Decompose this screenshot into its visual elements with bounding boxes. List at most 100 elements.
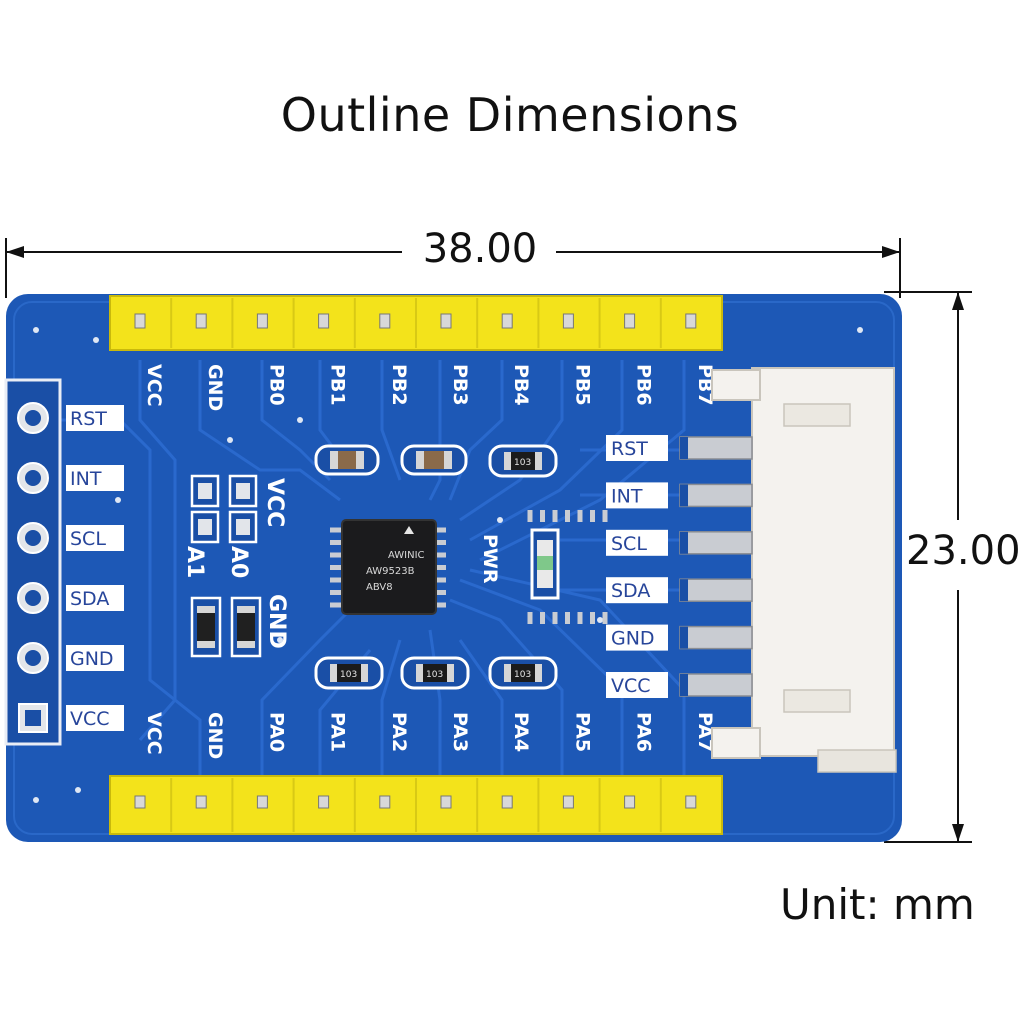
connector-pin	[679, 436, 753, 460]
resistor: 103	[400, 656, 470, 690]
top-pin-label: PB3	[449, 364, 471, 406]
left-pin-label: SDA	[70, 588, 109, 610]
bottom-pin-label: PA0	[265, 712, 287, 752]
silk-vcc: VCC	[262, 478, 287, 527]
address-jumper-pads	[190, 474, 258, 544]
width-dimension-line	[5, 238, 901, 298]
power-led	[530, 528, 560, 600]
header-pin	[562, 313, 574, 329]
left-pin-label: RST	[70, 408, 107, 430]
silk-a0: A0	[226, 546, 251, 578]
top-pin-header	[109, 295, 723, 351]
chip-code: ABV8	[366, 582, 393, 593]
header-pin	[256, 313, 268, 329]
bottom-pin-label: PA3	[449, 712, 471, 752]
connector-pin-label: VCC	[611, 675, 651, 697]
top-pin-label: PB2	[388, 364, 410, 406]
height-dimension-line	[884, 291, 972, 843]
chip-part: AW9523B	[366, 566, 415, 577]
top-pin-label: PB5	[571, 364, 593, 406]
header-pin	[318, 795, 330, 809]
silk-gnd: GND	[264, 594, 289, 649]
resistor: 103	[488, 444, 558, 478]
top-pin-label: PB0	[265, 364, 287, 406]
header-pin	[501, 795, 513, 809]
header-pin	[134, 313, 146, 329]
connector-pin-label-box: SDA	[606, 577, 668, 604]
connector-pin-label-box: RST	[606, 435, 668, 461]
top-pin-label: PB4	[510, 364, 532, 406]
connector-pin-label: RST	[611, 438, 648, 460]
ic-chip: AWINIC AW9523B ABV8	[330, 510, 608, 624]
connector-pin-label-box: VCC	[606, 672, 668, 698]
side-connector	[711, 367, 897, 773]
bottom-pin-label: GND	[204, 712, 226, 759]
connector-pin-label: INT	[611, 485, 643, 507]
left-header-pad	[17, 462, 49, 494]
resistor: 103	[314, 656, 384, 690]
bottom-pin-label: PA1	[327, 712, 349, 752]
header-pin	[379, 313, 391, 329]
left-pin-label-box: SCL	[66, 525, 124, 551]
header-pin	[195, 795, 207, 809]
left-header-pad	[17, 522, 49, 554]
left-pin-header	[4, 378, 62, 746]
left-pin-label-box: GND	[66, 645, 124, 671]
header-pin	[318, 313, 330, 329]
left-pin-label-box: SDA	[66, 585, 124, 611]
bottom-pin-label: PA4	[510, 712, 532, 752]
bottom-pin-label: PA6	[633, 712, 655, 752]
connector-pin-label-box: GND	[606, 624, 668, 651]
bottom-pin-header	[109, 775, 723, 835]
width-dimension-value: 38.00	[410, 226, 550, 272]
left-header-pad	[18, 703, 48, 733]
bottom-pin-label: VCC	[143, 712, 165, 755]
silk-pwr: PWR	[479, 534, 501, 584]
left-pin-label: SCL	[70, 528, 106, 550]
connector-pin-label-box: SCL	[606, 529, 668, 556]
top-pin-label: PB6	[633, 364, 655, 406]
capacitor	[400, 444, 468, 476]
header-pin	[624, 795, 636, 809]
left-pin-label-box: INT	[66, 465, 124, 491]
connector-pin-label: SCL	[611, 533, 647, 555]
left-header-pad	[17, 402, 49, 434]
resistor-code: 103	[426, 670, 443, 680]
bottom-pin-label: PA5	[571, 712, 593, 752]
left-pin-label: INT	[70, 468, 102, 490]
header-pin	[685, 795, 697, 809]
address-resistors	[190, 596, 262, 658]
connector-pin	[679, 483, 753, 508]
unit-label: Unit: mm	[780, 880, 975, 929]
silk-a1: A1	[182, 546, 207, 578]
resistor-code: 103	[514, 458, 531, 468]
connector-pin	[679, 673, 753, 697]
header-pin	[256, 795, 268, 809]
resistor-code: 103	[514, 670, 531, 680]
top-pin-label: PB7	[694, 364, 716, 406]
bottom-pin-label: PA7	[694, 712, 716, 752]
resistor-code: 103	[340, 670, 357, 680]
capacitor	[314, 444, 380, 476]
connector-pin	[679, 625, 753, 650]
bottom-pin-label: PA2	[388, 712, 410, 752]
connector-pin-label: GND	[611, 628, 655, 650]
header-pin	[195, 313, 207, 329]
header-pin	[379, 795, 391, 809]
left-pin-label-box: VCC	[66, 705, 124, 731]
top-pin-label: PB1	[327, 364, 349, 406]
pcb-board	[6, 294, 902, 842]
height-dimension-value: 23.00	[906, 528, 1020, 574]
header-pin	[440, 795, 452, 809]
header-pin	[501, 313, 513, 329]
page-title: Outline Dimensions	[280, 88, 740, 142]
header-pin	[134, 795, 146, 809]
header-pin	[685, 313, 697, 329]
header-pin	[624, 313, 636, 329]
top-pin-label: GND	[204, 364, 226, 411]
left-pin-label: GND	[70, 648, 114, 670]
header-pin	[562, 795, 574, 809]
connector-pin-label-box: INT	[606, 482, 668, 509]
left-pin-label: VCC	[70, 708, 110, 730]
header-pin	[440, 313, 452, 329]
